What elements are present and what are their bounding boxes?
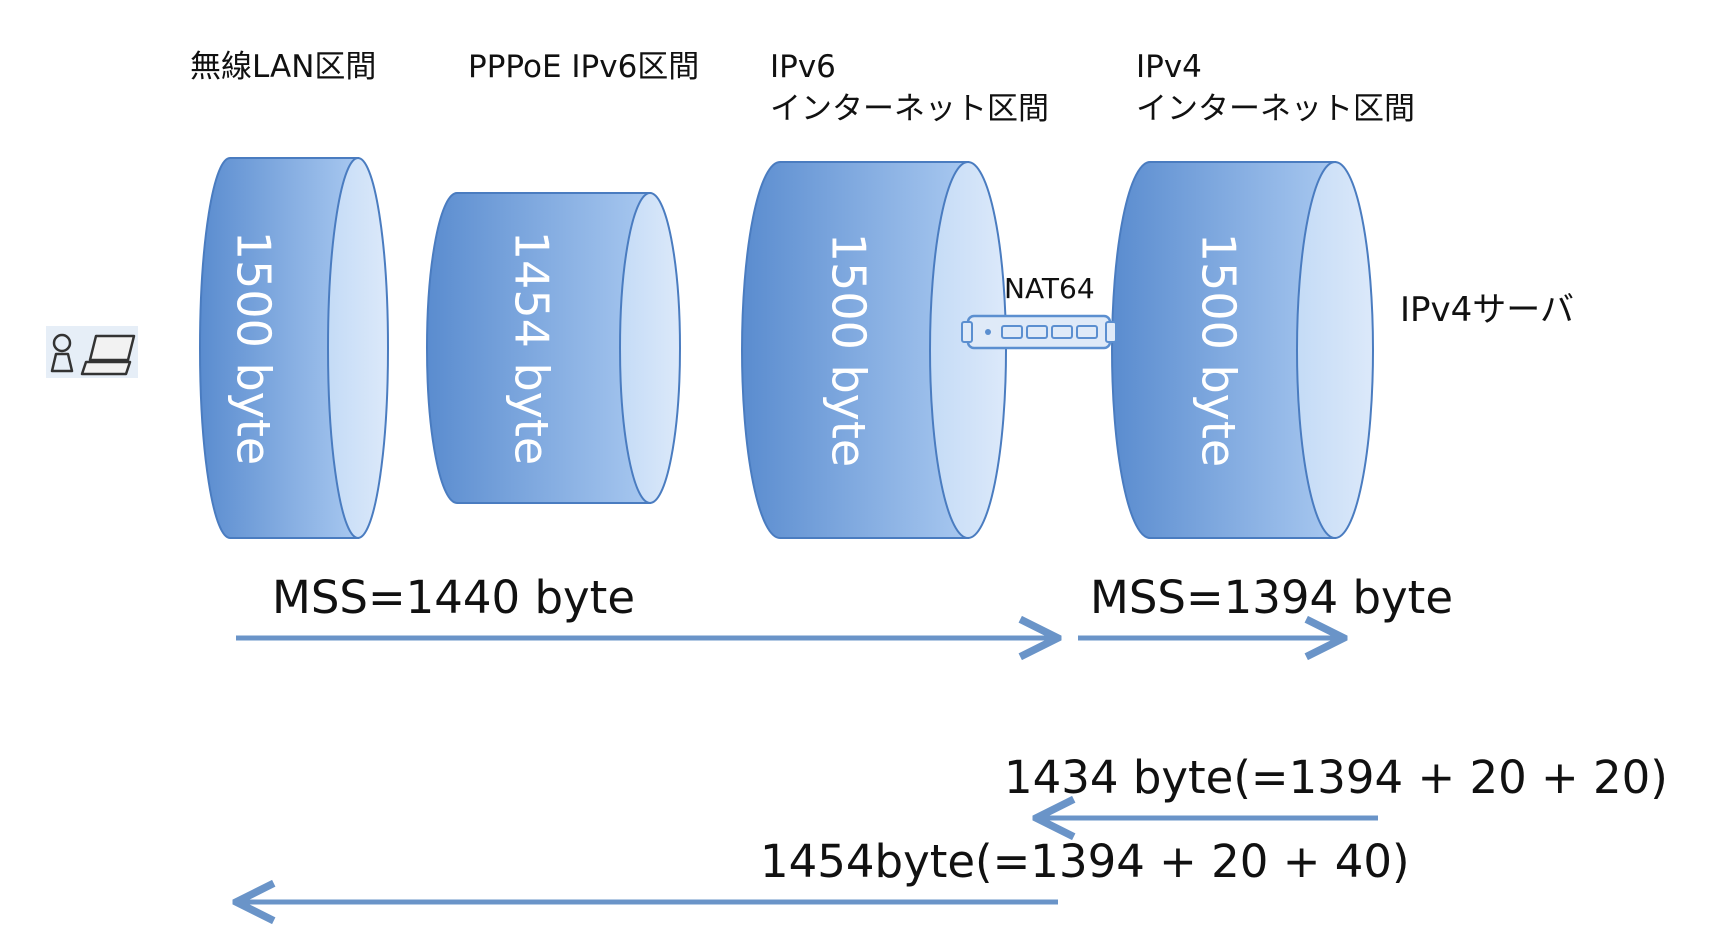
cylinder-ipv4: 1500 byte (1111, 161, 1374, 539)
cylinder-wlan: 1500 byte (199, 157, 389, 539)
laptop-icon (80, 334, 136, 376)
router-icon (961, 314, 1117, 350)
cylinder-pppoe: 1454 byte (426, 192, 681, 504)
return-label-ipv6: 1454byte(=1394 + 20 + 40) (760, 835, 1410, 888)
cylinder-pppoe-mtu: 1454 byte (505, 231, 559, 465)
segment-label-ipv4: IPv4 インターネット区間 (1136, 46, 1415, 130)
segment-label-ipv6-line1: IPv6 (770, 49, 836, 85)
segment-label-wlan: 無線LAN区間 (190, 49, 377, 85)
segment-label-ipv6: IPv6 インターネット区間 (770, 46, 1049, 130)
segment-label-ipv4-line1: IPv4 (1136, 49, 1202, 85)
client-icons (46, 326, 138, 378)
nat64-label: NAT64 (1004, 272, 1095, 305)
return-label-ipv4: 1434 byte(=1394 + 20 + 20) (1004, 751, 1668, 804)
cylinder-ipv6-mtu: 1500 byte (822, 233, 876, 467)
ipv4-server-label: IPv4サーバ (1400, 290, 1574, 330)
segment-label-pppoe: PPPoE IPv6区間 (468, 49, 700, 85)
cylinder-wlan-mtu: 1500 byte (227, 231, 281, 465)
segment-label-ipv6-line2: インターネット区間 (770, 91, 1049, 127)
cylinder-ipv4-mtu: 1500 byte (1192, 233, 1246, 467)
mss-left-label: MSS=1440 byte (272, 571, 636, 624)
cylinder-ipv6: 1500 byte (741, 161, 1007, 539)
mss-right-label: MSS=1394 byte (1090, 571, 1454, 624)
user-icon (50, 333, 74, 373)
segment-label-ipv4-line2: インターネット区間 (1136, 91, 1415, 127)
